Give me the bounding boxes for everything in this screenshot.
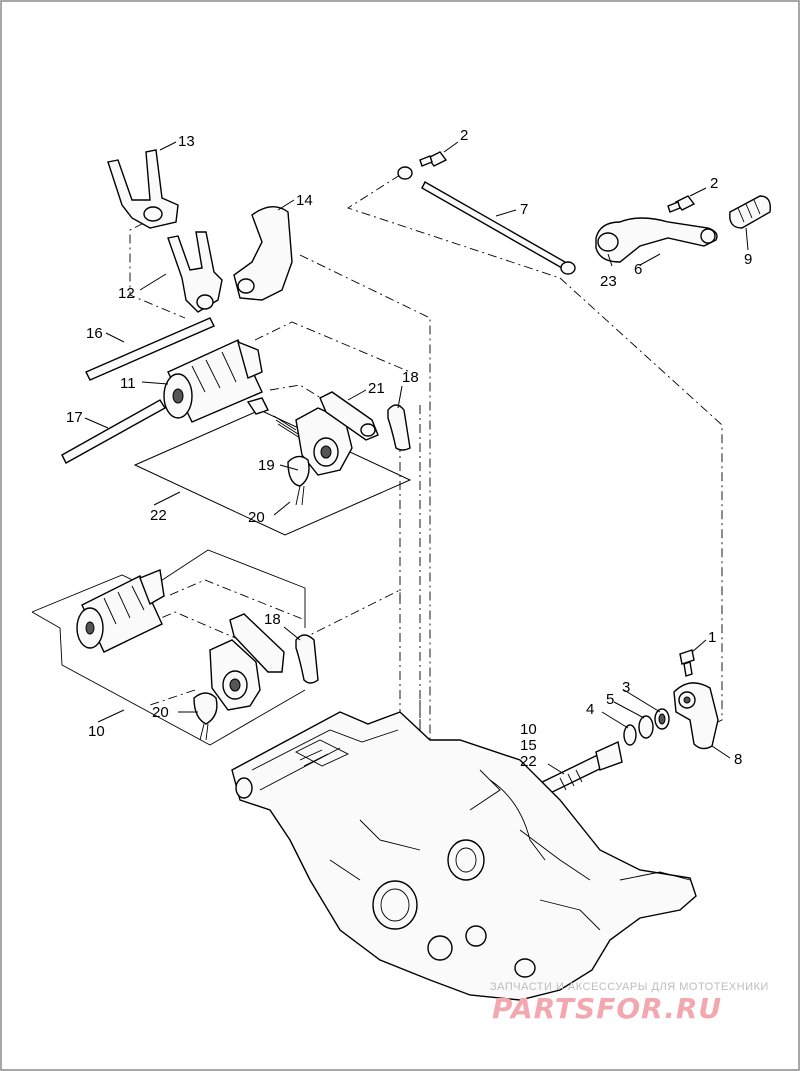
group-22-outline xyxy=(133,409,412,536)
retaining-ring-4 xyxy=(623,724,637,746)
crankcase xyxy=(231,711,697,1001)
shift-rod-17 xyxy=(61,399,166,464)
callout-2-upper: 2 xyxy=(460,127,468,144)
callout-22-group: 22 xyxy=(150,507,167,524)
watermark-tagline: ЗАПЧАСТИ И АКСЕССУАРЫ ДЛЯ МОТОТЕХНИКИ xyxy=(490,981,769,993)
shift-drum-11 xyxy=(163,339,263,423)
spring-clip-18-lower xyxy=(295,634,319,684)
callout-16: 16 xyxy=(86,325,103,342)
callout-13: 13 xyxy=(178,133,195,150)
callout-17: 17 xyxy=(66,409,83,426)
callout-4: 4 xyxy=(586,701,594,718)
washer-5 xyxy=(638,715,654,739)
shift-drum-assembly-10 xyxy=(76,569,285,741)
callout-23: 23 xyxy=(600,273,617,290)
callout-22-shaft: 22 xyxy=(520,753,537,770)
watermark-logo: PARTSFOR.RU xyxy=(492,992,722,1025)
seal-3 xyxy=(654,708,670,730)
screw-1 xyxy=(679,649,695,677)
spring-clip-18-upper xyxy=(387,404,411,451)
shift-fork-13 xyxy=(107,149,179,229)
shift-rod-16 xyxy=(85,317,215,381)
group-10-outline-top xyxy=(31,549,306,628)
shift-fork-12 xyxy=(167,231,223,313)
callout-18-upper: 18 xyxy=(402,369,419,386)
callout-5: 5 xyxy=(606,691,614,708)
callout-20-upper: 20 xyxy=(248,509,265,526)
callout-20-lower: 20 xyxy=(152,704,169,721)
callout-10-group: 10 xyxy=(88,723,105,740)
screw-2-upper xyxy=(419,151,448,167)
callout-labels: 13 14 12 16 11 17 21 18 19 20 22 18 20 1… xyxy=(66,127,752,770)
callout-9: 9 xyxy=(744,251,752,268)
watermark: ЗАПЧАСТИ И АКСЕССУАРЫ ДЛЯ МОТОТЕХНИКИ PA… xyxy=(490,981,769,1025)
callout-12: 12 xyxy=(118,285,135,302)
callout-10-shaft: 10 xyxy=(520,721,537,738)
callout-2-right: 2 xyxy=(710,175,718,192)
leader-lines xyxy=(84,141,749,775)
callout-7: 7 xyxy=(520,201,528,218)
callout-19: 19 xyxy=(258,457,275,474)
callout-14: 14 xyxy=(296,192,313,209)
callout-11: 11 xyxy=(120,375,136,392)
callout-21: 21 xyxy=(368,380,385,397)
detent-parts-group-22 xyxy=(246,391,379,506)
shift-arm-8 xyxy=(673,682,719,750)
screw-2-right xyxy=(667,195,696,213)
shift-linkage-rod-7 xyxy=(397,166,576,275)
callout-8: 8 xyxy=(734,751,742,768)
shift-fork-14 xyxy=(233,206,293,301)
callout-15: 15 xyxy=(520,737,537,754)
group-10-outline-bottom xyxy=(31,611,306,746)
callout-1: 1 xyxy=(708,629,716,646)
foot-peg-9 xyxy=(729,195,771,229)
callout-3: 3 xyxy=(622,679,630,696)
callout-6: 6 xyxy=(634,261,642,278)
callout-18-lower: 18 xyxy=(264,611,281,628)
